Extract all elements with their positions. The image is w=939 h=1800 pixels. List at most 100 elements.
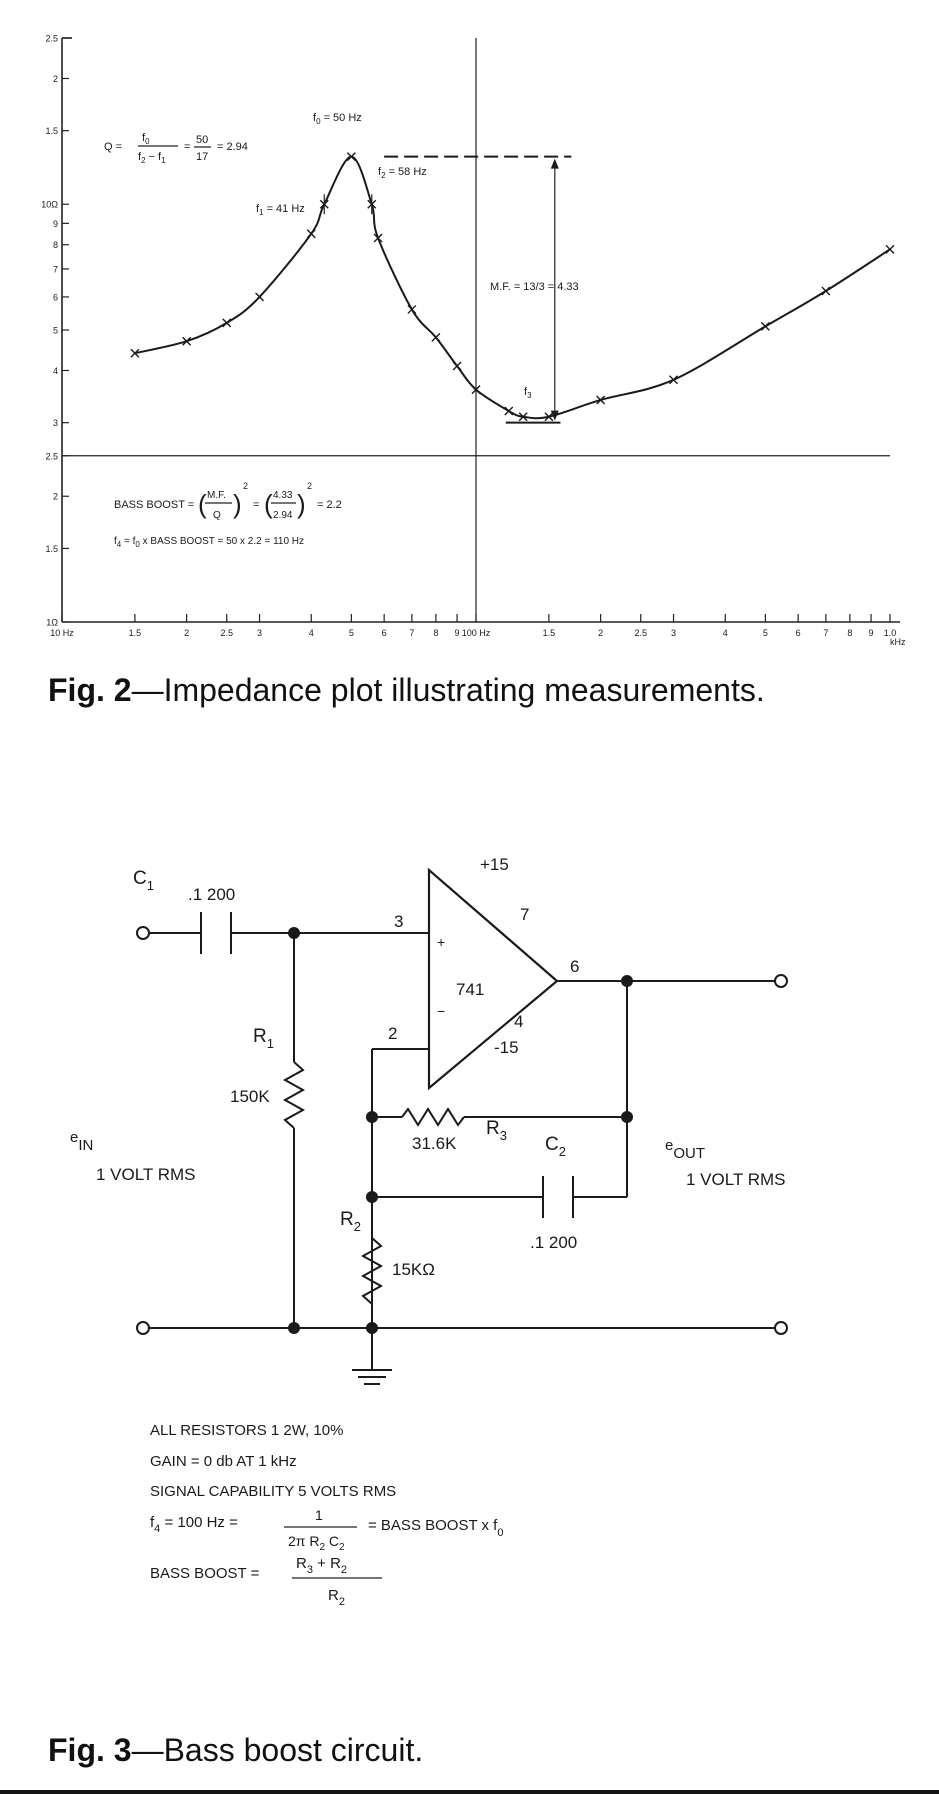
x-tick-label: 7 (823, 628, 828, 638)
f0-label: f0 = 50 Hz (313, 112, 362, 126)
data-point-x (596, 395, 606, 405)
output-terminal-top (774, 974, 788, 988)
data-point-x (504, 406, 514, 416)
data-point-x (885, 244, 895, 254)
data-point-x (760, 321, 770, 331)
x-tick-label: 8 (847, 628, 852, 638)
svg-text:4.33: 4.33 (273, 490, 293, 501)
f4-fraction-num: 1 (315, 1507, 323, 1523)
input-terminal-top (136, 926, 150, 940)
r3-label: R3 (486, 1118, 507, 1143)
y-tick-label: 9 (53, 219, 58, 229)
x-tick-label: 1.5 (129, 628, 142, 638)
x-tick-label: 5 (349, 628, 354, 638)
r2-value: 15KΩ (392, 1260, 435, 1279)
fig2-caption: Fig. 2—Impedance plot illustrating measu… (48, 672, 765, 708)
data-point-x (544, 412, 554, 422)
note-f4: f4 = 100 Hz = (150, 1514, 238, 1535)
pin-7: 7 (520, 905, 529, 924)
data-point-x (182, 336, 192, 346)
svg-text:2.94: 2.94 (273, 510, 293, 521)
y-tick-label: 1Ω (46, 618, 58, 628)
y-tick-label: 5 (53, 326, 58, 336)
data-point-x (373, 233, 383, 243)
y-tick-label: 2.5 (45, 34, 58, 44)
y-tick-label: 2.5 (45, 451, 58, 461)
f4-tail: = BASS BOOST x f0 (368, 1517, 503, 1539)
x-tick-label: 4 (723, 628, 728, 638)
data-point-x (407, 304, 417, 314)
c1-value: .1 200 (188, 885, 235, 904)
data-point-x (452, 361, 462, 371)
x-tick-label: 2 (184, 628, 189, 638)
svg-text:2: 2 (307, 481, 312, 491)
x-tick-label: 7 (409, 628, 414, 638)
svg-text:f0: f0 (142, 132, 150, 146)
reference-crosshair (62, 38, 890, 622)
data-point-x (222, 318, 232, 328)
mf-label: M.F. = 13/3 = 4.33 (490, 281, 579, 293)
y-tick-label: 6 (53, 292, 58, 302)
r2-label: R2 (340, 1209, 361, 1234)
svg-text:(: ( (198, 489, 207, 519)
circuit-notes: ALL RESISTORS 1 2W, 10% GAIN = 0 db AT 1… (150, 1422, 503, 1608)
svg-text:): ) (297, 489, 306, 519)
mf-arrow-head-down (550, 410, 559, 421)
data-point-x (471, 385, 481, 395)
eout-value: 1 VOLT RMS (686, 1170, 786, 1189)
supply-positive: +15 (480, 855, 509, 874)
r1-value: 150K (230, 1087, 270, 1106)
supply-negative: -15 (494, 1038, 519, 1057)
mf-arrow-head-up (550, 158, 559, 169)
pin-3: 3 (394, 912, 403, 931)
fig3-caption: Fig. 3—Bass boost circuit. (48, 1732, 424, 1768)
svg-text:2: 2 (243, 481, 248, 491)
resistor-r1 (282, 933, 306, 1328)
svg-text:(: ( (264, 489, 273, 519)
opamp-label: 741 (456, 980, 484, 999)
pin-2: 2 (388, 1024, 397, 1043)
svg-text:): ) (233, 489, 242, 519)
data-point-markers (130, 152, 895, 422)
x-tick-label: 1.5 (543, 628, 556, 638)
x-tick-label: 4 (309, 628, 314, 638)
svg-text:17: 17 (196, 151, 208, 163)
x-tick-label: 2.5 (220, 628, 233, 638)
f3-label: f3 (524, 386, 532, 400)
capacitor-c1 (149, 912, 294, 954)
svg-text:= 2.2: = 2.2 (317, 499, 342, 511)
x-tick-label: 2.5 (634, 628, 647, 638)
data-point-x (821, 286, 831, 296)
eout-label: eOUT (665, 1137, 705, 1162)
data-point-x (130, 348, 140, 358)
c2-label: C2 (545, 1134, 566, 1159)
x-tick-label: 6 (382, 628, 387, 638)
r3-value: 31.6K (412, 1134, 457, 1153)
c1-label: C1 (133, 868, 154, 893)
opamp-741 (372, 867, 775, 1091)
data-point-x (518, 412, 528, 422)
x-tick-label: 5 (763, 628, 768, 638)
plus-input: + (437, 934, 445, 950)
f1-label: f1 = 41 Hz (256, 203, 305, 217)
bass-boost-label: BASS BOOST = (150, 1565, 260, 1582)
data-point-x (306, 229, 316, 239)
svg-text:=: = (184, 141, 190, 153)
r1-label: R1 (253, 1026, 274, 1051)
x-tick-label: 3 (257, 628, 262, 638)
svg-text:Q: Q (213, 510, 221, 521)
page-bottom-rule (0, 1790, 939, 1794)
resistor-r2 (360, 1237, 384, 1305)
output-terminal-bottom (774, 1321, 788, 1335)
x-tick-label: 1.0 (884, 628, 897, 638)
capacitor-c2 (372, 1176, 627, 1218)
y-tick-label: 10Ω (41, 200, 58, 210)
x-tick-label: 9 (869, 628, 874, 638)
y-tick-label: 2 (53, 492, 58, 502)
y-tick-label: 7 (53, 264, 58, 274)
plot-axes (61, 37, 900, 623)
x-tick-label: 10 Hz (50, 628, 74, 638)
pin-6: 6 (570, 957, 579, 976)
